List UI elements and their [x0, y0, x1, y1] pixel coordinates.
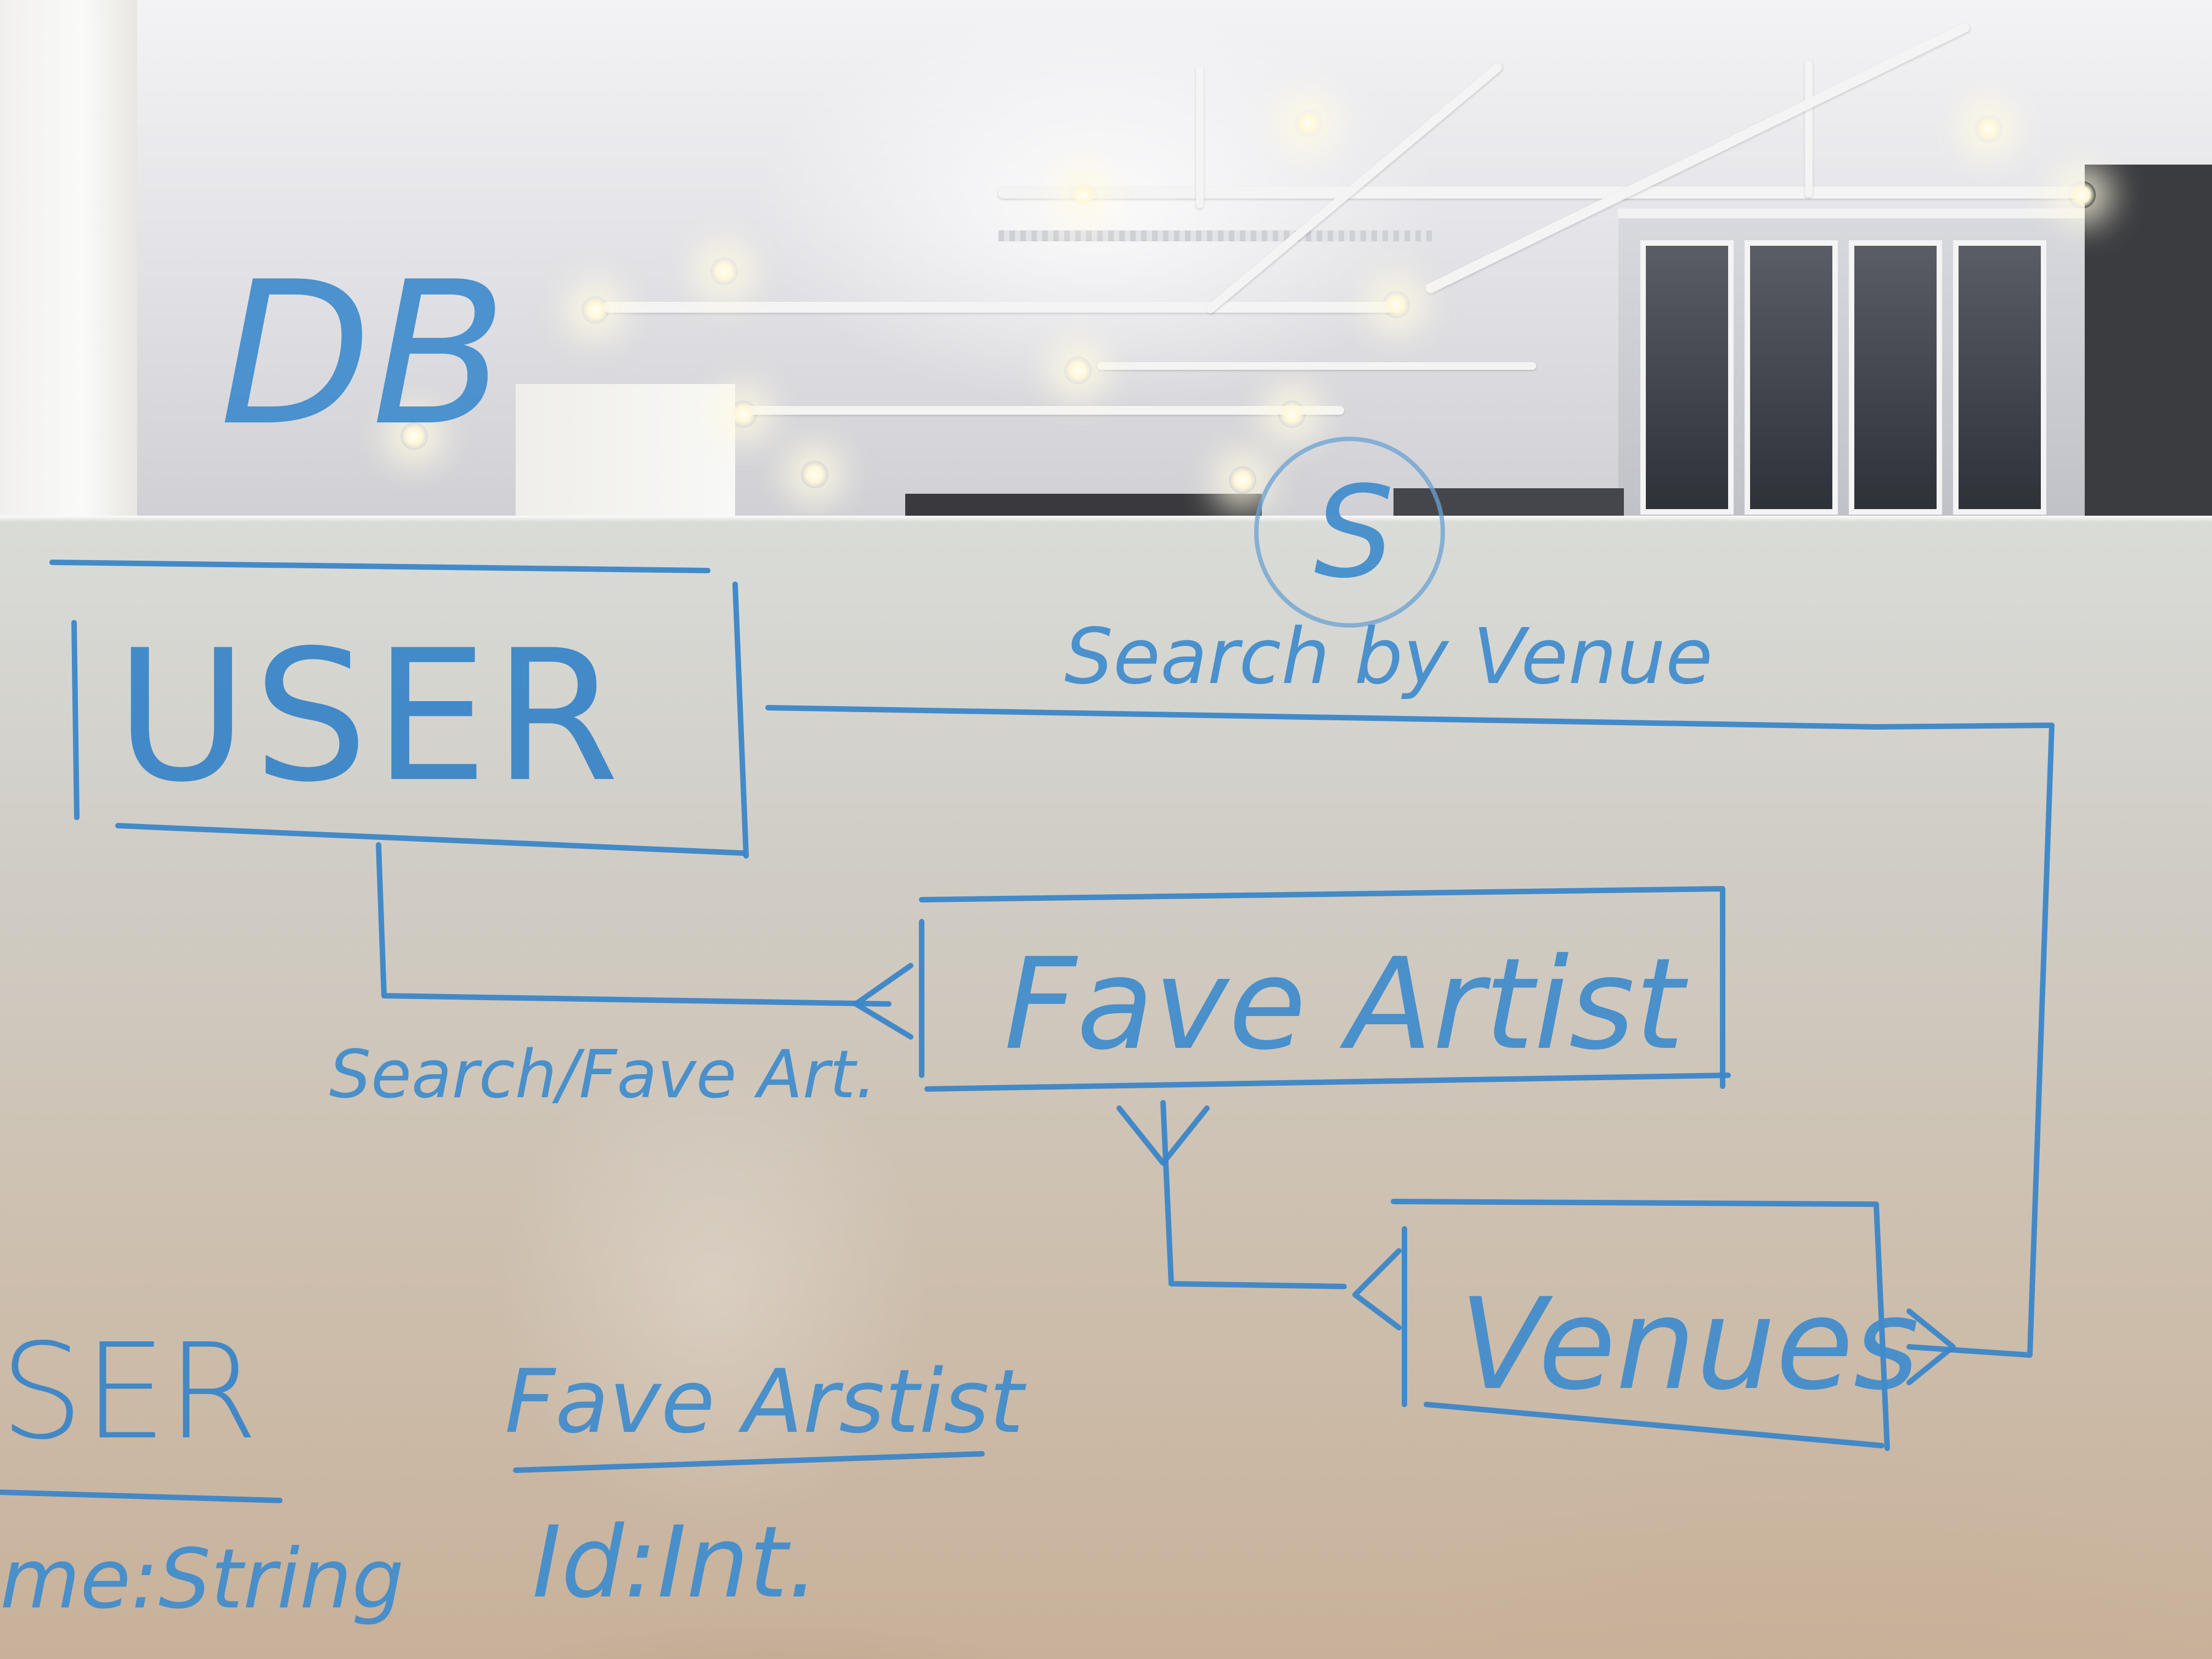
user-box-top	[49, 560, 710, 573]
relation-line-user-fave-artist	[376, 842, 891, 1007]
venues-box-top-right	[1391, 1199, 1890, 1451]
ceiling-light	[1383, 291, 1410, 318]
table-row-user: me:String	[0, 1532, 404, 1627]
office-pillar	[0, 0, 137, 527]
crowfoot-fave-artist	[853, 963, 913, 1040]
fave-artist-box-top-right	[919, 886, 1725, 1089]
ceiling-light	[1278, 400, 1306, 428]
table-row-fave-artist: Id:Int.	[532, 1505, 819, 1620]
ceiling-pipe	[998, 187, 2085, 199]
dark-wall	[2085, 165, 2212, 527]
user-box-left	[71, 620, 80, 820]
ceiling-light	[730, 400, 757, 428]
entity-user: USER	[115, 611, 625, 822]
user-box-bottom	[115, 823, 746, 856]
fave-artist-box-bottom	[924, 1073, 1731, 1092]
ceiling-light	[1064, 357, 1092, 384]
ceiling-pipe	[1805, 60, 1813, 198]
ceiling-light	[710, 258, 738, 285]
ceiling-pipe	[603, 302, 1399, 313]
ceiling-vent	[998, 230, 1437, 241]
ceiling-light	[400, 422, 428, 450]
diagram-title: DB	[219, 239, 507, 469]
circled-label: S	[1314, 460, 1394, 606]
office-windows	[1618, 208, 2085, 526]
table-underline-fave-artist	[513, 1451, 985, 1473]
circle-mark	[1254, 437, 1445, 628]
crowfoot-venues-right	[1906, 1308, 1956, 1385]
office-pillar	[516, 384, 735, 527]
window-pane	[1640, 240, 1734, 515]
ceiling-light	[582, 296, 609, 324]
window-pane	[1745, 240, 1838, 515]
ceiling-light	[801, 461, 828, 488]
user-box-right	[732, 582, 749, 859]
ceiling-pipe	[1196, 66, 1204, 208]
relation-search-by-venue: Search by Venue	[1064, 612, 1713, 702]
ceiling-pipe	[741, 406, 1344, 415]
window-pane	[1953, 240, 2046, 515]
venues-box-bottom	[1424, 1402, 1884, 1448]
entity-venues: Venues	[1459, 1272, 1919, 1418]
glass-edge	[0, 516, 2212, 522]
window-pane	[1849, 240, 1942, 515]
table-heading-fave-artist: Fave Arstist	[505, 1350, 1026, 1453]
ceiling-light	[1295, 110, 1322, 137]
ceiling-light	[1070, 181, 1097, 208]
ceiling-light	[1975, 115, 2002, 143]
ceiling-light	[2068, 181, 2096, 208]
relation-line-user-venues	[765, 705, 2055, 1358]
table-underline-user	[0, 1489, 283, 1503]
glass-reflection	[494, 1042, 933, 1536]
ceiling-pipe	[1097, 362, 1536, 370]
ceiling-light	[1229, 466, 1256, 494]
crowfoot-fave-artist-bottom	[1116, 1105, 1210, 1166]
entity-fave-artist: Fave Artist	[1004, 932, 1689, 1078]
table-heading-user: SER	[0, 1315, 258, 1469]
crowfoot-venues-left	[1352, 1248, 1402, 1330]
relation-search-fave-art: Search/Fave Art.	[329, 1037, 877, 1113]
